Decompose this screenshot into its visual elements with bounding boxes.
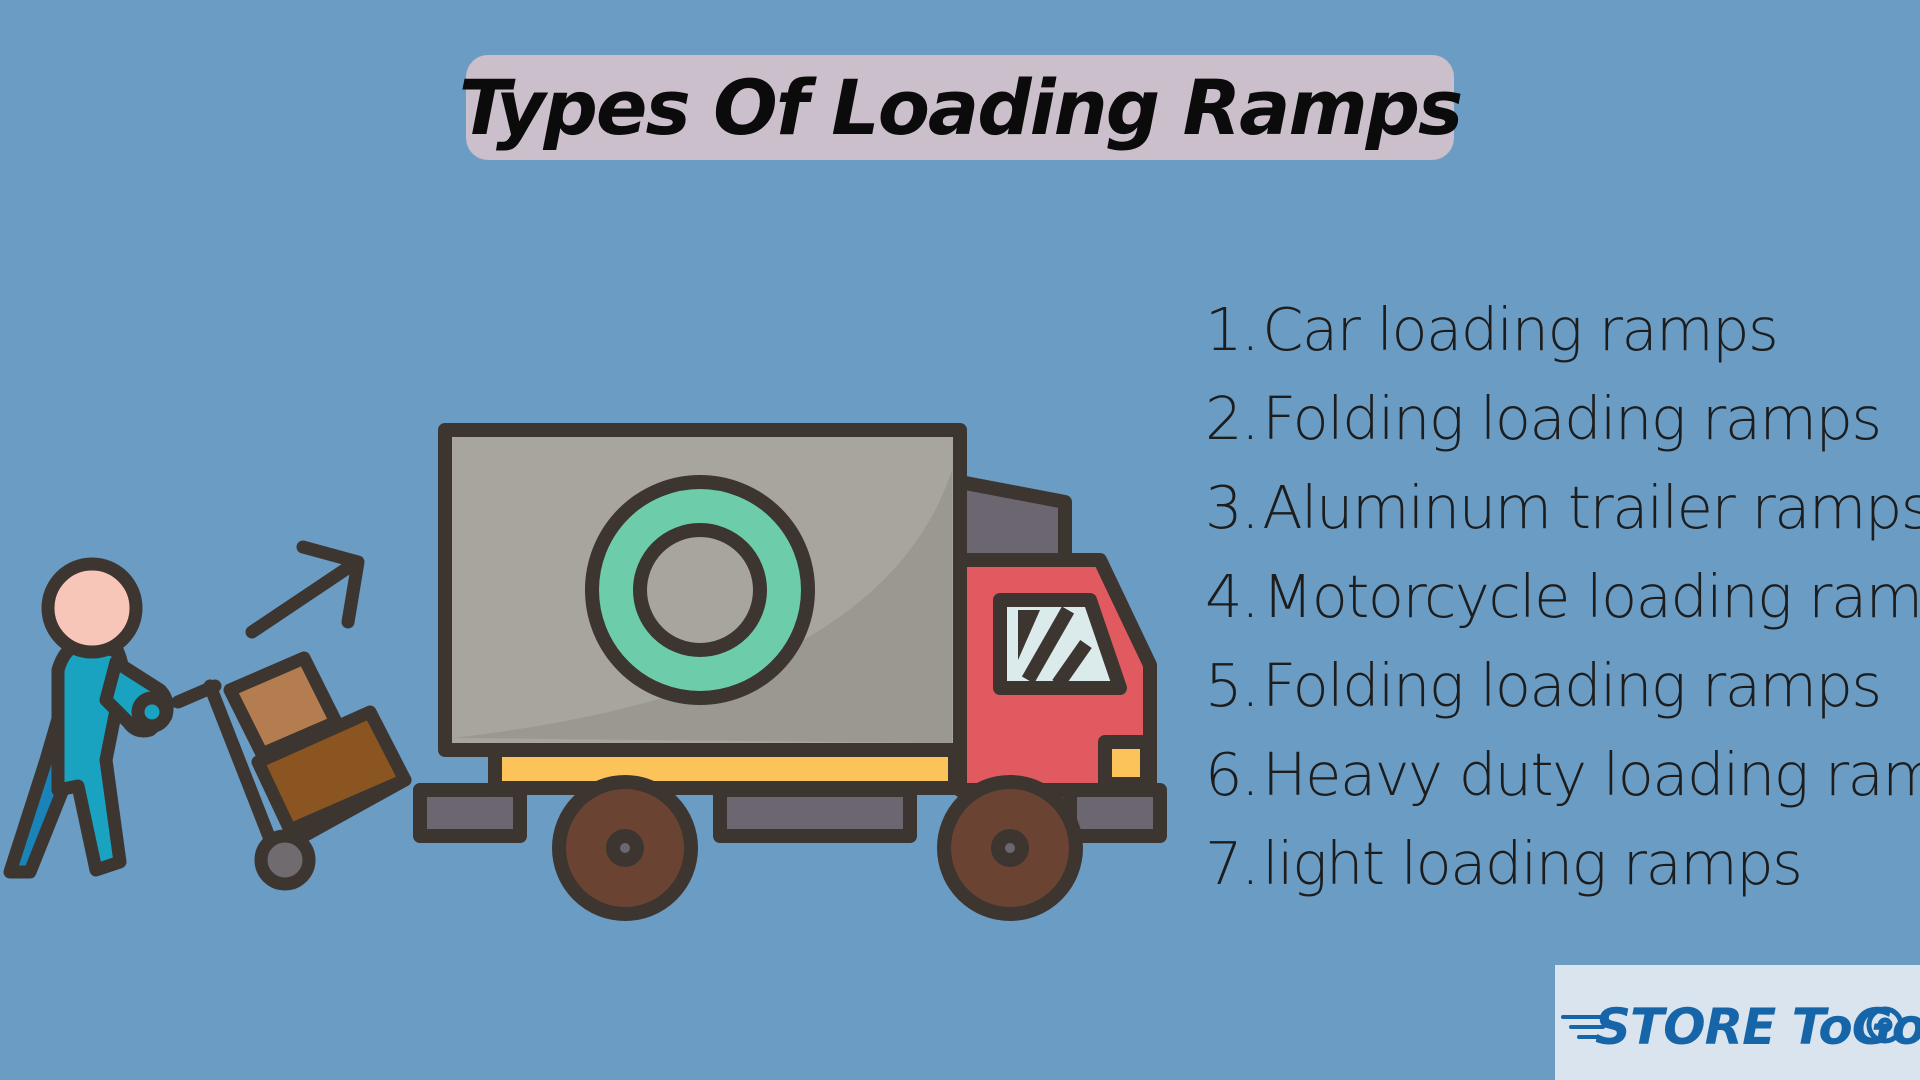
page-title: Types Of Loading Ramps: [458, 63, 1464, 152]
list-item: 4.Motorcycle loading ramps: [1205, 552, 1920, 641]
brand-logo: STORE ToGo: [1555, 965, 1920, 1080]
list-item: 1.Car loading ramps: [1205, 285, 1920, 374]
list-item-label: Aluminum trailer ramps: [1262, 473, 1920, 542]
hand-truck-wheel: [254, 829, 316, 891]
cab-deflector: [953, 475, 1072, 572]
worker-head: [41, 557, 143, 659]
list-item: 3.Aluminum trailer ramps: [1205, 463, 1920, 552]
cargo-shade: [452, 470, 952, 743]
list-item-number: 6.: [1205, 740, 1260, 809]
list-item-number: 4.: [1205, 562, 1260, 631]
delivery-truck-icon: [413, 423, 1167, 921]
speed-lines-icon: [1561, 1006, 1904, 1044]
list-item-number: 5.: [1205, 651, 1260, 720]
list-item: 6.Heavy duty loading ramps: [1205, 730, 1920, 819]
middle-chassis: [713, 783, 917, 843]
list-item-label: Folding loading ramps: [1262, 651, 1882, 720]
list-item-number: 3.: [1205, 473, 1260, 542]
worker-with-hand-truck-icon: [3, 540, 412, 891]
list-item-number: 1.: [1205, 295, 1260, 364]
title-pill: Types Of Loading Ramps: [459, 55, 1463, 160]
rear-bumper: [413, 783, 527, 843]
list-item-label: Heavy duty loading ramps: [1262, 740, 1920, 809]
ramp-types-list: 1.Car loading ramps 2.Folding loading ra…: [1205, 285, 1920, 908]
list-item-number: 7.: [1205, 829, 1260, 898]
list-item-number: 2.: [1205, 384, 1260, 453]
list-item: 5.Folding loading ramps: [1205, 641, 1920, 730]
list-item-label: Folding loading ramps: [1262, 384, 1882, 453]
list-item: 2.Folding loading ramps: [1205, 374, 1920, 463]
cargo-ring-inner: [633, 523, 767, 657]
headlight: [1098, 735, 1154, 791]
list-item: 7.light loading ramps: [1205, 819, 1920, 908]
rear-wheel: [552, 775, 698, 921]
list-item-label: Motorcycle loading ramps: [1262, 562, 1920, 631]
logo-text: STORE ToGo: [1595, 998, 1920, 1056]
front-wheel: [937, 775, 1083, 921]
list-item-label: Car loading ramps: [1262, 295, 1778, 364]
list-item-label: light loading ramps: [1262, 829, 1803, 898]
worker-hand: [131, 691, 173, 733]
arrow-up-right-icon: [245, 540, 365, 639]
box-bottom: [251, 705, 412, 837]
window-glare-1: [1018, 610, 1040, 660]
